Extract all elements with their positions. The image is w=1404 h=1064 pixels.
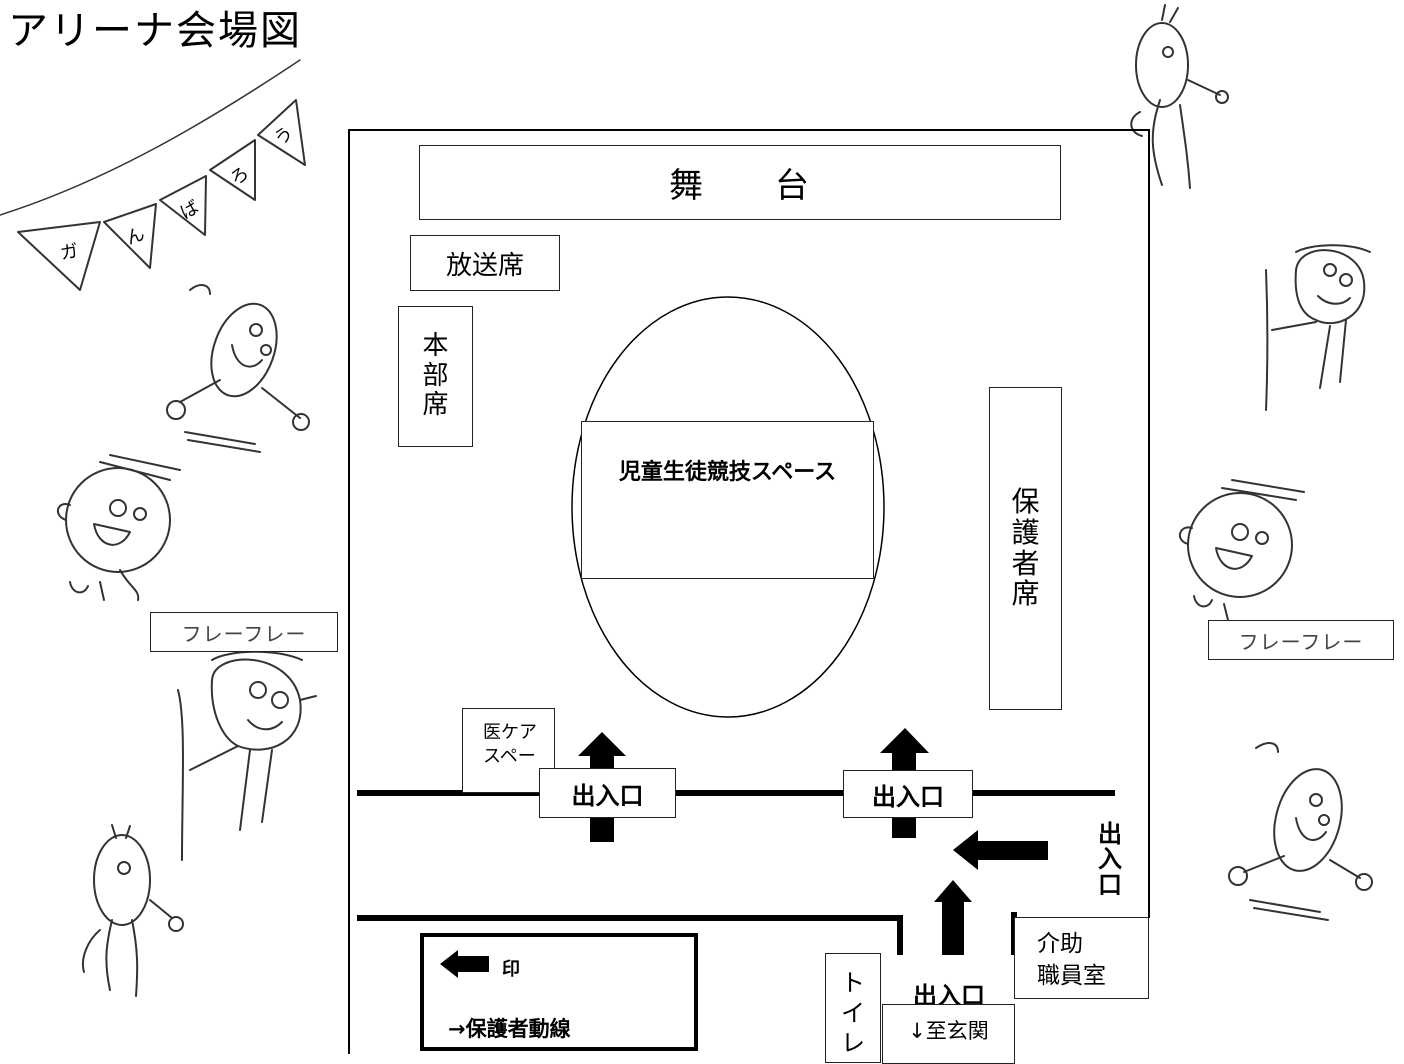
assistant-staff-room: 介助 職員室 <box>1014 917 1149 999</box>
hq-char-3: 席 <box>422 390 449 421</box>
student-competition-space: 児童生徒競技スペース <box>581 421 874 579</box>
guardian-char-4: 席 <box>1011 577 1040 611</box>
banner-flag-1 <box>17 221 101 291</box>
entrance-left[interactable]: 出入口 <box>539 768 676 818</box>
drawing-person-right-lower <box>1228 742 1373 921</box>
arena-outline <box>348 129 1150 1054</box>
toilet-char-2: イ <box>841 999 865 1027</box>
banner-flag-5 <box>257 99 306 166</box>
stage-char-1: 舞 <box>669 166 705 206</box>
drawing-person-left-middle <box>177 650 317 861</box>
stage: 舞 台 <box>419 145 1061 220</box>
drawing-person-left-bottom <box>82 824 184 997</box>
to-main-entrance[interactable]: ↓至玄関 <box>882 1004 1015 1064</box>
page-title: アリーナ会場図 <box>8 8 302 54</box>
corridor-wall-left <box>357 915 903 955</box>
toilet-char-1: ト <box>841 969 865 997</box>
banner-flag-2 <box>103 203 157 269</box>
cheer-sign-left-text: フレーフレー <box>181 621 307 646</box>
toilet-char-3: レ <box>841 1029 865 1057</box>
legend-route-label: →保護者動線 <box>448 1017 571 1041</box>
arrow-up-bottom <box>934 880 972 955</box>
drawing-person-top-right <box>1130 4 1229 189</box>
guardian-char-2: 護 <box>1011 515 1040 549</box>
entrance-right-char-1: 出 <box>1098 820 1122 849</box>
guardian-char-3: 者 <box>1011 546 1040 580</box>
banner-flag-4 <box>209 139 256 201</box>
guardian-seats: 保 護 者 席 <box>989 387 1062 710</box>
toilet: ト イ レ <box>825 953 881 1063</box>
legend-arrow-icon <box>440 950 489 978</box>
entrance-right-char-3: 口 <box>1098 870 1122 899</box>
running-track <box>571 296 885 718</box>
cheer-sign-right-text: フレーフレー <box>1238 629 1364 654</box>
cheer-sign-right: フレーフレー <box>1208 620 1394 660</box>
medical-space-line-2: スペー <box>483 746 536 768</box>
medical-care-space: 医ケア スペー <box>462 708 555 793</box>
banner-flag-3 <box>159 175 207 236</box>
hq-seats: 本 部 席 <box>398 306 473 447</box>
banner-string <box>0 59 301 216</box>
cheer-sign-left: フレーフレー <box>150 612 338 652</box>
to-main-entrance-label: ↓至玄関 <box>908 1019 989 1043</box>
staff-room-line-1: 介助 <box>1037 931 1083 957</box>
drawing-person-left-upper <box>166 284 310 453</box>
guardian-char-1: 保 <box>1011 484 1040 518</box>
drawing-face-right <box>1178 479 1305 621</box>
drawing-face-left <box>56 454 181 601</box>
hq-char-2: 部 <box>422 360 449 391</box>
student-space-label: 児童生徒競技スペース <box>618 460 837 485</box>
drawing-person-right-upper <box>1265 244 1371 411</box>
broadcast-booth-label: 放送席 <box>445 250 524 281</box>
legend-box: 印 →保護者動線 <box>420 933 698 1051</box>
legend-mark-label: 印 <box>502 959 520 980</box>
entrance-center[interactable]: 出入口 <box>843 770 973 818</box>
stage-char-2: 台 <box>775 166 811 206</box>
entrance-right-char-2: 入 <box>1098 845 1122 874</box>
hq-char-1: 本 <box>422 330 449 361</box>
entrance-center-label: 出入口 <box>872 782 944 811</box>
entrance-right[interactable]: 出 入 口 <box>1094 822 1126 898</box>
arrow-left-right-entrance <box>953 830 1048 870</box>
entrance-left-label: 出入口 <box>571 781 644 810</box>
staff-room-line-2: 職員室 <box>1037 963 1106 990</box>
broadcast-booth: 放送席 <box>410 235 560 291</box>
medical-space-line-1: 医ケア <box>483 722 537 743</box>
